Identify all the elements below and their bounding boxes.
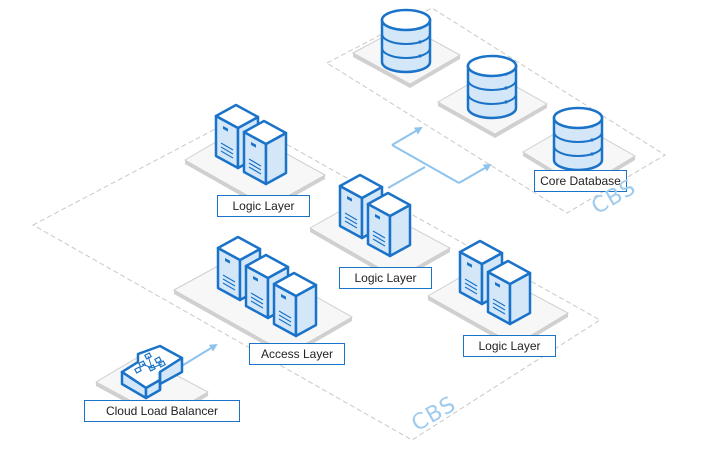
label-logic-layer-2: Logic Layer: [339, 267, 432, 289]
label-access-layer: Access Layer: [249, 343, 345, 365]
label-logic-layer-1: Logic Layer: [217, 195, 310, 217]
server-icon: [486, 259, 532, 326]
label-logic-layer-3: Logic Layer: [463, 335, 556, 357]
server-icon: [366, 191, 412, 258]
database-icon: [380, 8, 432, 74]
database-icon: [552, 106, 604, 172]
label-core-database: Core Database: [534, 170, 627, 192]
server-icon: [272, 271, 318, 338]
load-balancer-icon: [120, 344, 184, 400]
arrow-logic-to-database: [387, 126, 492, 189]
database-icon: [466, 54, 518, 120]
arrow-clb-to-access: [179, 343, 218, 368]
label-cloud-load-balancer: Cloud Load Balancer: [84, 400, 240, 422]
zone-main-outline: [31, 116, 601, 441]
server-icon: [242, 119, 288, 186]
zone-db-outline: [325, 7, 666, 214]
